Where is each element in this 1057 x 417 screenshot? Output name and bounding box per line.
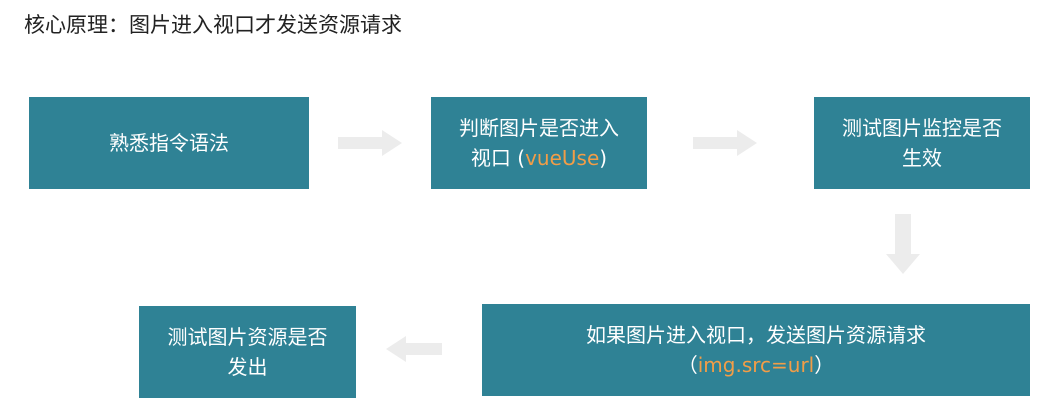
step-box-learn-directive-syntax: 熟悉指令语法: [29, 97, 309, 189]
step-4-accent-code: img.src=url: [697, 353, 815, 377]
step-3-text-line2: 生效: [902, 146, 942, 170]
step-2-text-line2: 视口 (vueUse): [459, 143, 619, 173]
step-5-text-line2: 发出: [227, 355, 268, 379]
arrow-down-icon: [886, 214, 920, 274]
step-4-text-line1: 如果图片进入视口，发送图片资源请求: [586, 323, 926, 347]
step-box-send-request: 如果图片进入视口，发送图片资源请求 （img.src=url）: [482, 304, 1030, 396]
arrow-right-icon: [693, 130, 757, 156]
arrow-right-icon: [338, 130, 402, 156]
step-2-suffix: ): [599, 146, 608, 170]
arrow-left-icon: [386, 336, 442, 362]
step-4-prefix: （: [677, 353, 698, 377]
step-box-test-resource-sent: 测试图片资源是否 发出: [139, 306, 356, 398]
page-title: 核心原理：图片进入视口才发送资源请求: [24, 13, 402, 37]
step-2-accent-code: vueUse: [525, 146, 600, 170]
step-5-text-line1: 测试图片资源是否: [167, 325, 328, 349]
step-box-test-monitoring: 测试图片监控是否 生效: [814, 97, 1030, 189]
step-4-text-line2: （img.src=url）: [586, 350, 926, 380]
step-box-check-viewport: 判断图片是否进入 视口 (vueUse): [431, 97, 647, 189]
step-1-text: 熟悉指令语法: [109, 131, 229, 155]
step-4-suffix: ）: [814, 353, 835, 377]
step-2-text-line1: 判断图片是否进入: [459, 116, 619, 140]
step-2-prefix: 视口 (: [470, 146, 526, 170]
step-3-text-line1: 测试图片监控是否: [842, 116, 1002, 140]
